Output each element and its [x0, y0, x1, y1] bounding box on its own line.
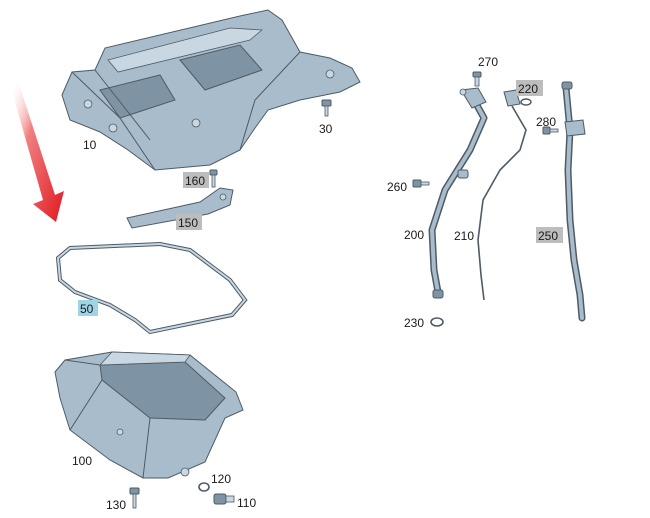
callout-210: 210 [454, 229, 474, 243]
drain-plug-part [213, 493, 235, 505]
cap-bolt-part [472, 71, 482, 87]
callout-160: 160 [185, 174, 205, 188]
callout-260: 260 [387, 180, 407, 194]
callout-220: 220 [518, 82, 538, 96]
upper-pan-bolt-part [321, 99, 332, 117]
callout-150: 150 [178, 216, 198, 230]
stud-part [209, 169, 218, 188]
callout-120: 120 [211, 472, 231, 486]
callout-270: 270 [478, 55, 498, 69]
seal-ring-part [198, 482, 210, 492]
callout-30: 30 [319, 122, 333, 136]
callout-100: 100 [72, 454, 92, 468]
lower-oil-pan-part [54, 351, 244, 479]
callout-50-highlight [78, 300, 98, 316]
callout-280: 280 [536, 115, 556, 129]
pan-bolt-part [129, 487, 140, 509]
tube-oring-part [430, 317, 444, 327]
dipstick-cap-part [520, 98, 532, 106]
callout-130: 130 [106, 498, 126, 512]
callout-150-highlight [176, 214, 202, 230]
upper-oil-pan-part [61, 9, 361, 171]
guide-bolt-part [542, 126, 559, 135]
guide-tube-part [561, 81, 586, 322]
callout-110: 110 [237, 496, 256, 510]
callout-160-highlight [183, 172, 209, 188]
tube-bolt-part [412, 179, 430, 188]
callout-200: 200 [404, 228, 424, 242]
direction-arrow [11, 84, 64, 222]
callout-250: 250 [538, 229, 558, 243]
callout-220-highlight [516, 80, 543, 96]
callout-230: 230 [404, 316, 424, 330]
gasket-part [55, 241, 248, 335]
callout-250-highlight [536, 227, 563, 243]
callout-50: 50 [80, 302, 94, 316]
dipstick-tube-part [428, 87, 488, 299]
bracket-part [126, 187, 234, 229]
callout-10: 10 [83, 138, 97, 152]
